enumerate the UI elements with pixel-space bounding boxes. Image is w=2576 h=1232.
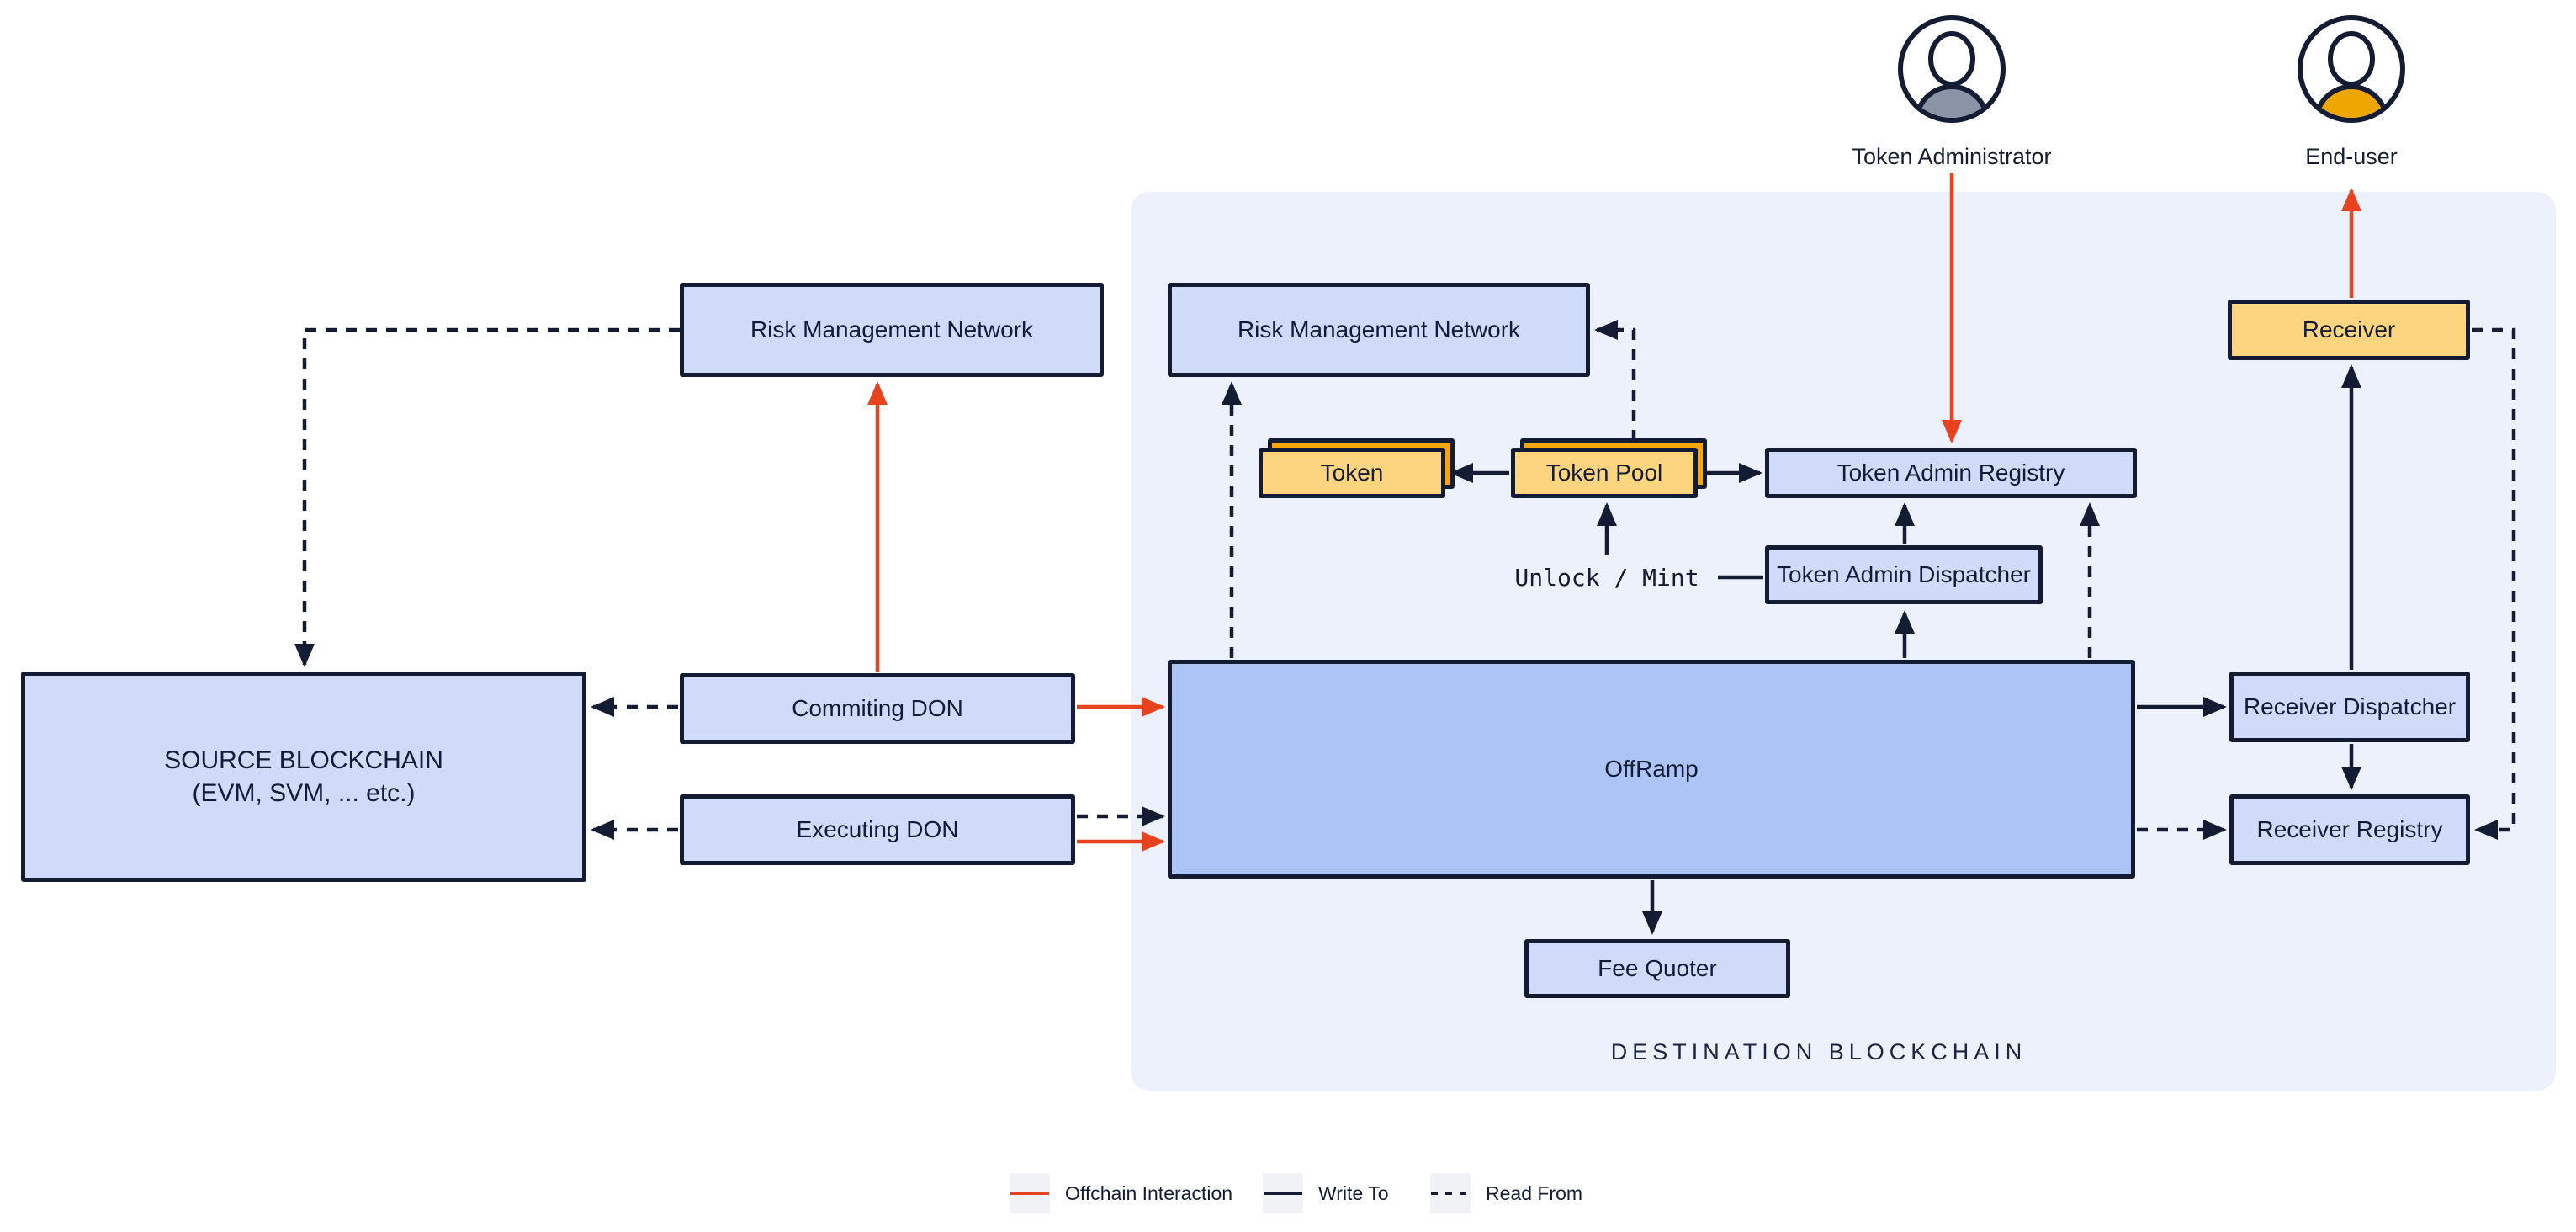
commiting-don-label: Commiting DON — [792, 694, 963, 721]
token-admin-registry-label: Token Admin Registry — [1837, 459, 2065, 486]
legend-swatch-write-to — [1263, 1173, 1303, 1213]
red-line-icon — [1010, 1192, 1049, 1195]
risk-management-network-dest-label: Risk Management Network — [1237, 316, 1521, 343]
legend-swatch-read-from — [1430, 1173, 1471, 1213]
end-user-actor — [2294, 12, 2409, 130]
token-label: Token — [1320, 459, 1384, 486]
legend-label-read-from: Read From — [1486, 1182, 1583, 1204]
offramp-label: OffRamp — [1604, 755, 1699, 782]
token-admin-dispatcher-node: Token Admin Dispatcher — [1765, 545, 2043, 604]
token-pool-node: Token Pool — [1511, 438, 1707, 498]
receiver-dispatcher-node: Receiver Dispatcher — [2229, 672, 2470, 742]
token-pool-stack-front: Token Pool — [1511, 448, 1698, 498]
solid-line-icon — [1264, 1192, 1302, 1195]
source-blockchain-title: SOURCE BLOCKCHAIN — [164, 746, 443, 774]
executing-don-node: Executing DON — [680, 794, 1075, 865]
end-user-label: End-user — [2305, 143, 2398, 169]
token-admin-registry-node: Token Admin Registry — [1765, 448, 2137, 498]
source-blockchain-subtitle: (EVM, SVM, ... etc.) — [192, 779, 416, 807]
connector-token-pool-to-rmn-dest — [1594, 320, 1636, 441]
token-pool-label: Token Pool — [1545, 459, 1663, 486]
token-stack-front: Token — [1259, 448, 1445, 498]
receiver-dispatcher-label: Receiver Dispatcher — [2243, 693, 2457, 720]
destination-blockchain-zone-label: DESTINATION BLOCKCHAIN — [1610, 1038, 2027, 1065]
legend-label-write-to: Write To — [1318, 1182, 1389, 1204]
offramp-node: OffRamp — [1168, 660, 2135, 879]
legend-item-read-from: Read From — [1430, 1173, 1582, 1213]
connector-rmn-source-to-source-blockchain — [294, 327, 680, 667]
risk-management-network-dest-node: Risk Management Network — [1168, 283, 1590, 377]
source-blockchain-node: SOURCE BLOCKCHAIN (EVM, SVM, ... etc.) — [21, 672, 586, 882]
token-administrator-actor — [1895, 12, 2009, 130]
dashed-line-icon — [1431, 1192, 1470, 1195]
legend-swatch-offchain — [1010, 1173, 1050, 1213]
token-node: Token — [1259, 438, 1455, 498]
risk-management-network-source-label: Risk Management Network — [750, 316, 1034, 343]
fee-quoter-node: Fee Quoter — [1524, 939, 1790, 998]
token-administrator-label: Token Administrator — [1852, 143, 2052, 169]
risk-management-network-source-node: Risk Management Network — [680, 283, 1104, 377]
executing-don-label: Executing DON — [796, 815, 959, 842]
commiting-don-node: Commiting DON — [680, 673, 1075, 744]
receiver-registry-node: Receiver Registry — [2229, 794, 2470, 865]
legend-item-write-to: Write To — [1263, 1173, 1389, 1213]
token-admin-dispatcher-label: Token Admin Dispatcher — [1777, 560, 2031, 587]
receiver-node: Receiver — [2228, 300, 2470, 360]
connector-receiver-to-receiver-registry — [2472, 327, 2516, 840]
receiver-registry-label: Receiver Registry — [2256, 815, 2443, 842]
fee-quoter-label: Fee Quoter — [1598, 954, 1717, 981]
end-user-person-icon — [2298, 15, 2405, 123]
legend-label-offchain: Offchain Interaction — [1065, 1182, 1233, 1204]
legend-item-offchain-interaction: Offchain Interaction — [1010, 1173, 1232, 1213]
receiver-label: Receiver — [2302, 316, 2396, 343]
token-administrator-person-icon — [1898, 15, 2006, 123]
unlock-mint-label: Unlock / Mint — [1514, 563, 1699, 592]
